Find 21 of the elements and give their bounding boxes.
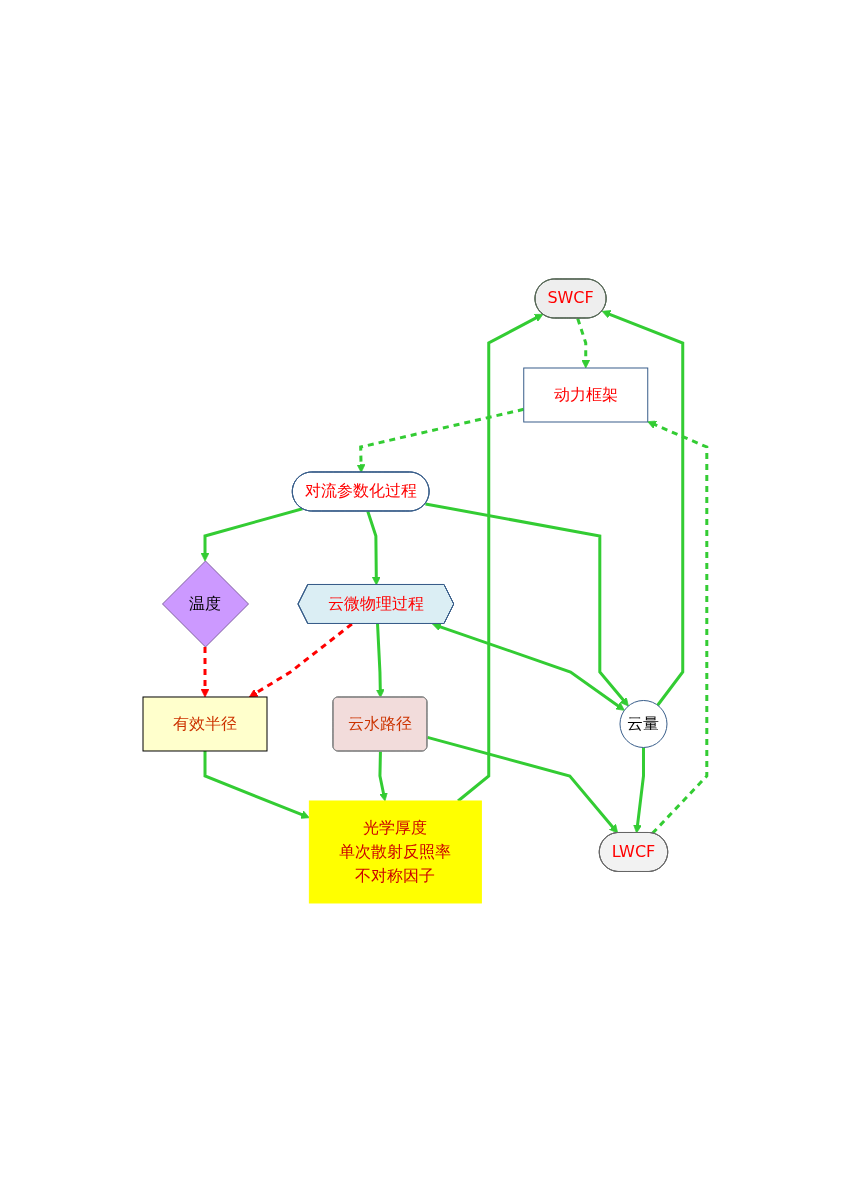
arrow — [200, 506, 303, 561]
arrow — [425, 501, 629, 706]
node-box: 动力框架 — [523, 367, 649, 422]
arrow — [647, 420, 709, 834]
node-circle: 云量 — [619, 699, 668, 748]
arrow — [200, 646, 210, 697]
arrow — [457, 313, 544, 802]
arrow — [203, 750, 310, 819]
arrow — [633, 747, 646, 833]
arrow — [427, 735, 619, 833]
node-diamond: 温度 — [162, 560, 250, 647]
arrow — [601, 309, 685, 706]
node-box: 光学厚度 单次散射反照率 不对称因子 — [308, 800, 482, 903]
arrow — [356, 407, 525, 473]
arrow — [576, 317, 591, 368]
node-box: 有效半径 — [142, 696, 268, 751]
arrow — [249, 622, 353, 697]
arrow — [376, 623, 385, 698]
arrow — [378, 750, 388, 801]
arrow — [366, 510, 381, 585]
arrow — [432, 622, 625, 711]
